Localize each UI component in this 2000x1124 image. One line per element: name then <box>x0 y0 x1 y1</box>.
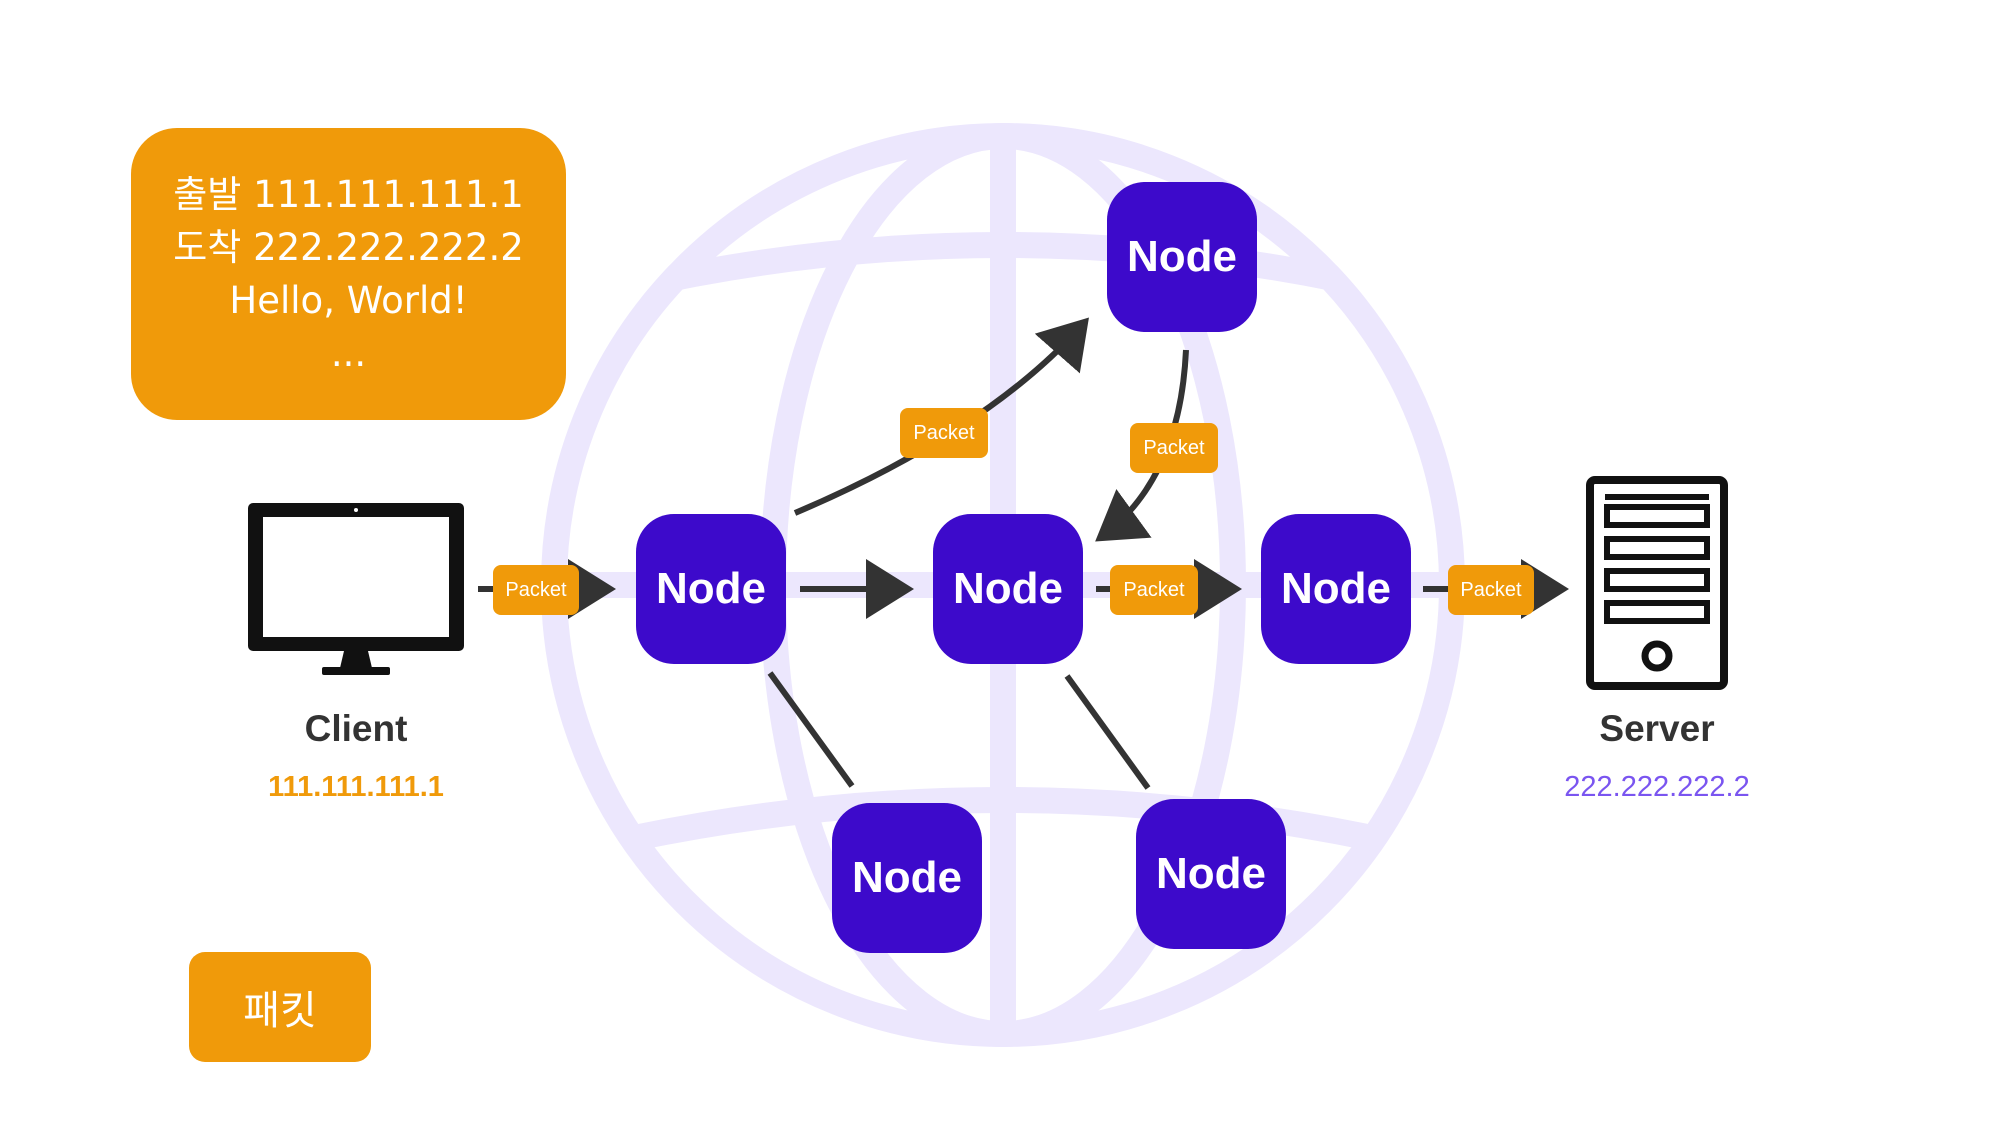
link-node2-bottom-right <box>1064 674 1151 790</box>
node-1: Node <box>636 514 786 664</box>
packet-source: 출발 111.111.111.1 <box>173 173 524 216</box>
client-ip: 111.111.111.1 <box>268 771 444 803</box>
monitor-icon <box>248 503 464 675</box>
packet-contents-box: 출발 111.111.111.1 도착 222.222.222.2 Hello,… <box>131 128 566 420</box>
server-ip: 222.222.222.2 <box>1564 771 1750 803</box>
packet-tag-client-node1: Packet <box>493 565 579 615</box>
packet-tag-node3-server: Packet <box>1448 565 1534 615</box>
packet-legend: 패킷 <box>189 952 371 1062</box>
client-label: Client <box>304 708 408 749</box>
node-top: Node <box>1107 182 1257 332</box>
server-label: Server <box>1599 708 1715 749</box>
packet-ellipsis: ... <box>330 332 367 375</box>
node-3: Node <box>1261 514 1411 664</box>
node-bottom-left: Node <box>832 803 982 953</box>
server-icon <box>1586 476 1728 690</box>
packet-tag-node1-top: Packet <box>900 408 988 458</box>
link-node1-bottom-left <box>767 671 855 788</box>
node-bottom-right: Node <box>1136 799 1286 949</box>
packet-tag-node2-node3: Packet <box>1110 565 1198 615</box>
node-2: Node <box>933 514 1083 664</box>
packet-tag-top-node2: Packet <box>1130 423 1218 473</box>
packet-destination: 도착 222.222.222.2 <box>173 226 524 269</box>
packet-payload: Hello, World! <box>229 279 468 322</box>
